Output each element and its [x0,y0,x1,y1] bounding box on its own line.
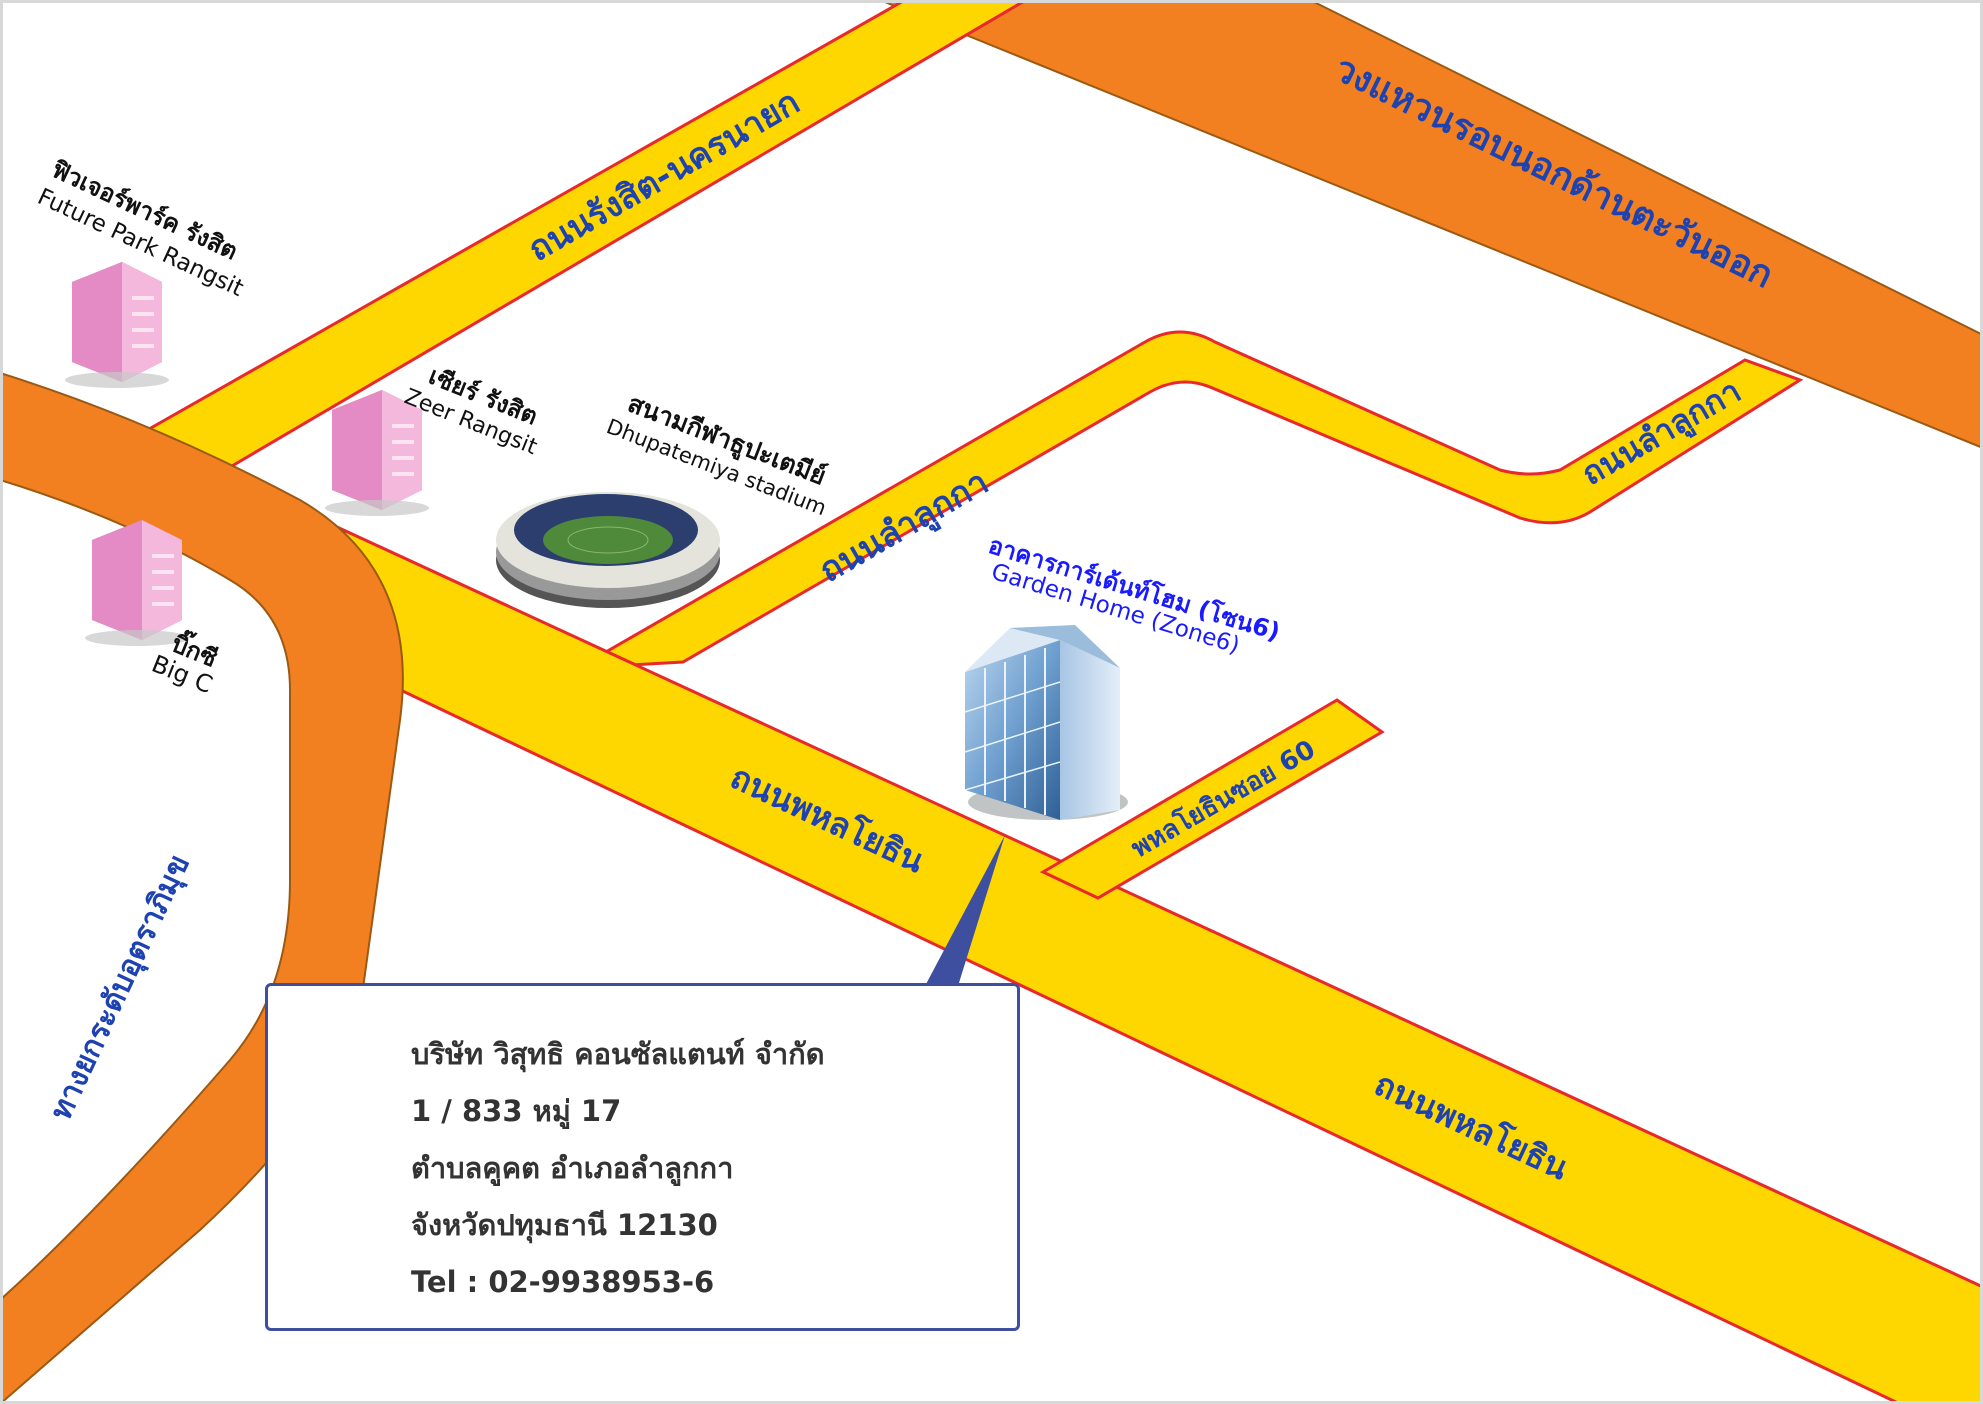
zeer-rangsit-building-icon [325,390,429,516]
big-c-building-icon [85,520,189,646]
address-line-2: ตำบลคูคต อำเภอลำลูกกา [411,1151,734,1185]
address-line-1: 1 / 833 หมู่ 17 [411,1094,622,1128]
phahonyothin-soi-60 [1039,698,1385,900]
rangsit-nakhonnayok-label: ถนนรังสิต-นครนายก [522,82,807,270]
lam-luk-ka-road [577,330,1804,670]
lam-luk-ka-label-2: ถนนลำลูกกา [1575,372,1748,495]
uttaraphimuk-expressway [0,371,404,1404]
phahonyothin-soi-60-label: พหลโยธินซอย 60 [1126,733,1321,864]
garden-home-building-icon [964,625,1128,820]
outer-ring-road [879,0,1983,450]
stadium-icon [496,492,720,608]
callout-pointer [925,835,1005,986]
telephone: Tel : 02-9938953-6 [411,1265,715,1299]
uttaraphimuk-label: ทางยกระดับอุตราภิมุข [44,849,198,1125]
address-line-3: จังหวัดปทุมธานี 12130 [411,1208,718,1242]
company-name: บริษัท วิสุทธิ คอนซัลแตนท์ จำกัด [411,1037,825,1071]
future-park-building-icon [65,262,169,388]
address-callout: บริษัท วิสุทธิ คอนซัลแตนท์ จำกัด 1 / 833… [265,983,1020,1331]
